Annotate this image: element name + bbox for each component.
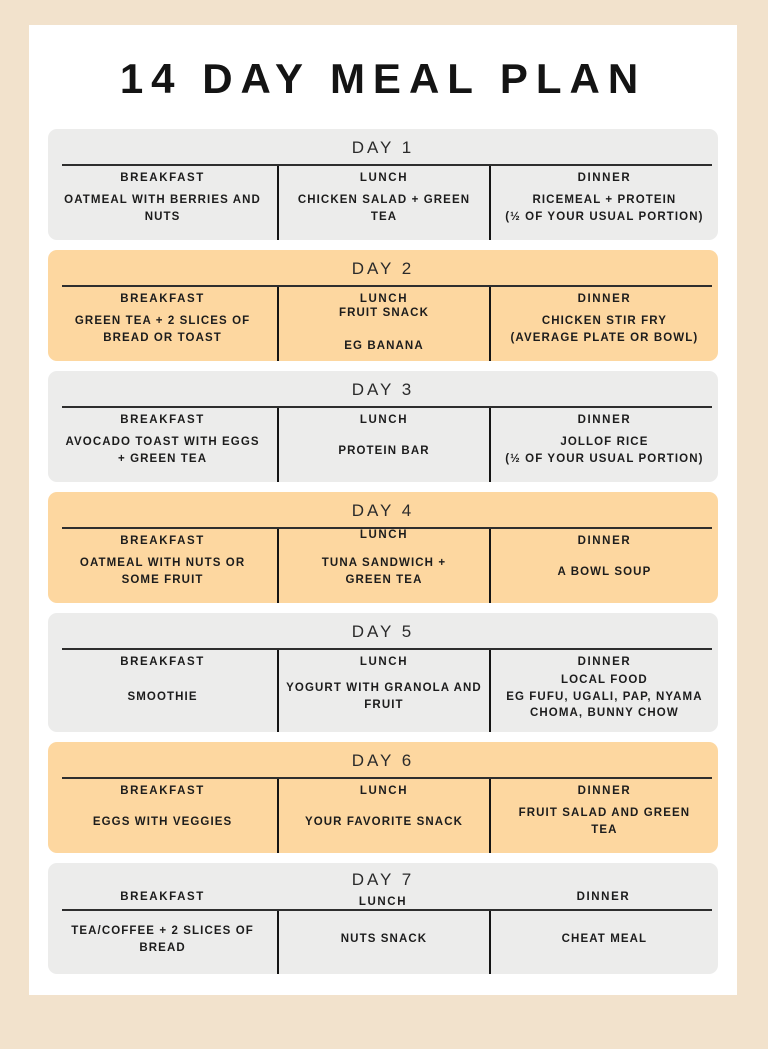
day-card-2: DAY 2 BREAKFAST GREEN TEA + 2 SLICES OF … (48, 250, 718, 361)
meal-columns: BREAKFAST GREEN TEA + 2 SLICES OF BREAD … (48, 287, 718, 361)
breakfast-cell: BREAKFAST EGGS WITH VEGGIES (48, 779, 277, 853)
day-1-title: DAY 1 (351, 138, 415, 157)
dinner-meal: LOCAL FOOD EG FUFU, UGALI, PAP, NYAMA CH… (506, 673, 703, 720)
lunch-cell: LUNCH PROTEIN BAR (277, 408, 489, 482)
dinner-meal: CHEAT MEAL (561, 933, 648, 946)
breakfast-meal: SMOOTHIE (127, 690, 198, 703)
dinner-meal: CHICKEN STIR FRY (AVERAGE PLATE OR BOWL) (510, 315, 699, 344)
day-4-title: DAY 4 (351, 501, 415, 520)
dinner-meal: RICEMEAL + PROTEIN (½ OF YOUR USUAL PORT… (505, 194, 704, 223)
day-card-3: DAY 3 BREAKFAST AVOCADO TOAST WITH EGGS … (48, 371, 718, 482)
lunch-cell: LUNCH YOUR FAVORITE SNACK (277, 779, 489, 853)
day-5-title: DAY 5 (351, 622, 415, 641)
header-rule (62, 164, 712, 166)
dinner-meal: FRUIT SALAD AND GREEN TEA (518, 807, 691, 836)
breakfast-meal: EGGS WITH VEGGIES (92, 815, 233, 828)
dinner-header: DINNER (577, 535, 632, 547)
breakfast-header: BREAKFAST (120, 172, 205, 184)
lunch-header: LUNCH (359, 656, 409, 668)
breakfast-cell: BREAKFAST SMOOTHIE (48, 650, 277, 732)
day-card-1: DAY 1 BREAKFAST OATMEAL WITH BERRIES AND… (48, 129, 718, 240)
day-card-6: DAY 6 BREAKFAST EGGS WITH VEGGIES LUNCH … (48, 742, 718, 853)
breakfast-header: BREAKFAST (120, 656, 205, 668)
day-cards-list: DAY 1 BREAKFAST OATMEAL WITH BERRIES AND… (48, 129, 718, 974)
lunch-meal: YOUR FAVORITE SNACK (304, 815, 464, 828)
meal-columns: BREAKFAST EGGS WITH VEGGIES LUNCH YOUR F… (48, 779, 718, 853)
dinner-header: DINNER (576, 891, 631, 903)
lunch-header: LUNCH (359, 172, 409, 184)
meal-columns: BREAKFAST SMOOTHIE LUNCH YOGURT WITH GRA… (48, 650, 718, 732)
dinner-meal: A BOWL SOUP (557, 565, 652, 578)
dinner-meal: JOLLOF RICE (½ OF YOUR USUAL PORTION) (505, 436, 704, 465)
breakfast-cell: BREAKFAST OATMEAL WITH BERRIES AND NUTS (48, 166, 277, 240)
breakfast-header: BREAKFAST (120, 891, 205, 903)
breakfast-header: BREAKFAST (120, 293, 205, 305)
dinner-cell: CHEAT MEAL (488, 911, 718, 974)
dinner-header: DINNER (577, 656, 632, 668)
dinner-cell: DINNER (489, 891, 718, 903)
lunch-cell: NUTS SNACK (277, 911, 489, 974)
meal-columns: BREAKFAST AVOCADO TOAST WITH EGGS + GREE… (48, 408, 718, 482)
header-rule (62, 777, 712, 779)
dinner-header: DINNER (577, 293, 632, 305)
meal-header-row: BREAKFAST LUNCH DINNER (48, 891, 718, 908)
breakfast-cell: BREAKFAST AVOCADO TOAST WITH EGGS + GREE… (48, 408, 277, 482)
day-7-title: DAY 7 (351, 870, 415, 889)
breakfast-header: BREAKFAST (120, 785, 205, 797)
lunch-cell: LUNCH CHICKEN SALAD + GREEN TEA (277, 166, 489, 240)
day-3-title: DAY 3 (351, 380, 415, 399)
dinner-header: DINNER (577, 172, 632, 184)
lunch-header: LUNCH (359, 414, 409, 426)
dinner-header: DINNER (577, 785, 632, 797)
lunch-meal: TUNA SANDWICH + GREEN TEA (321, 557, 447, 586)
meal-columns: BREAKFAST OATMEAL WITH BERRIES AND NUTS … (48, 166, 718, 240)
breakfast-cell: BREAKFAST OATMEAL WITH NUTS OR SOME FRUI… (48, 529, 277, 603)
dinner-cell: DINNER A BOWL SOUP (488, 529, 718, 603)
day-2-title: DAY 2 (351, 259, 415, 278)
day-card-7: DAY 7 BREAKFAST LUNCH DINNER TEA/COFFEE … (48, 863, 718, 974)
breakfast-meal: OATMEAL WITH BERRIES AND NUTS (64, 194, 261, 223)
dinner-cell: DINNER RICEMEAL + PROTEIN (½ OF YOUR USU… (488, 166, 718, 240)
header-rule (62, 648, 712, 650)
dinner-cell: DINNER CHICKEN STIR FRY (AVERAGE PLATE O… (488, 287, 718, 361)
lunch-cell: LUNCH (277, 891, 489, 908)
dinner-cell: DINNER LOCAL FOOD EG FUFU, UGALI, PAP, N… (488, 650, 718, 732)
breakfast-meal: TEA/COFFEE + 2 SLICES OF BREAD (71, 924, 254, 954)
lunch-header: LUNCH (358, 896, 408, 908)
lunch-meal: NUTS SNACK (340, 933, 428, 946)
breakfast-cell: BREAKFAST GREEN TEA + 2 SLICES OF BREAD … (48, 287, 277, 361)
lunch-header: LUNCH (359, 785, 409, 797)
lunch-meal: FRUIT SNACK EG BANANA (338, 307, 429, 353)
lunch-header: LUNCH (359, 293, 409, 305)
day-6-title: DAY 6 (351, 751, 415, 770)
lunch-cell: LUNCH TUNA SANDWICH + GREEN TEA (277, 529, 489, 603)
header-rule (62, 527, 712, 529)
breakfast-meal: GREEN TEA + 2 SLICES OF BREAD OR TOAST (74, 315, 251, 344)
header-rule (62, 909, 712, 911)
meal-columns: BREAKFAST OATMEAL WITH NUTS OR SOME FRUI… (48, 529, 718, 603)
breakfast-header: BREAKFAST (120, 535, 205, 547)
breakfast-meal: OATMEAL WITH NUTS OR SOME FRUIT (79, 557, 246, 586)
breakfast-cell: TEA/COFFEE + 2 SLICES OF BREAD (48, 911, 277, 974)
header-rule (62, 285, 712, 287)
lunch-header: LUNCH (359, 529, 409, 541)
dinner-header: DINNER (577, 414, 632, 426)
meal-columns: TEA/COFFEE + 2 SLICES OF BREAD NUTS SNAC… (48, 911, 718, 974)
lunch-meal: CHICKEN SALAD + GREEN TEA (297, 194, 471, 223)
breakfast-header: BREAKFAST (120, 414, 205, 426)
breakfast-meal: AVOCADO TOAST WITH EGGS + GREEN TEA (65, 436, 260, 465)
dinner-cell: DINNER JOLLOF RICE (½ OF YOUR USUAL PORT… (488, 408, 718, 482)
meal-plan-page: 14 DAY MEAL PLAN DAY 1 BREAKFAST OATMEAL… (29, 25, 737, 995)
lunch-cell: LUNCH FRUIT SNACK EG BANANA (277, 287, 489, 361)
lunch-meal: PROTEIN BAR (338, 444, 430, 457)
header-rule (62, 406, 712, 408)
lunch-meal: YOGURT WITH GRANOLA AND FRUIT (286, 682, 482, 711)
lunch-cell: LUNCH YOGURT WITH GRANOLA AND FRUIT (277, 650, 489, 732)
breakfast-cell: BREAKFAST (48, 891, 277, 903)
day-card-4: DAY 4 BREAKFAST OATMEAL WITH NUTS OR SOM… (48, 492, 718, 603)
day-card-5: DAY 5 BREAKFAST SMOOTHIE LUNCH YOGURT WI… (48, 613, 718, 732)
page-title: 14 DAY MEAL PLAN (119, 55, 647, 102)
dinner-cell: DINNER FRUIT SALAD AND GREEN TEA (488, 779, 718, 853)
